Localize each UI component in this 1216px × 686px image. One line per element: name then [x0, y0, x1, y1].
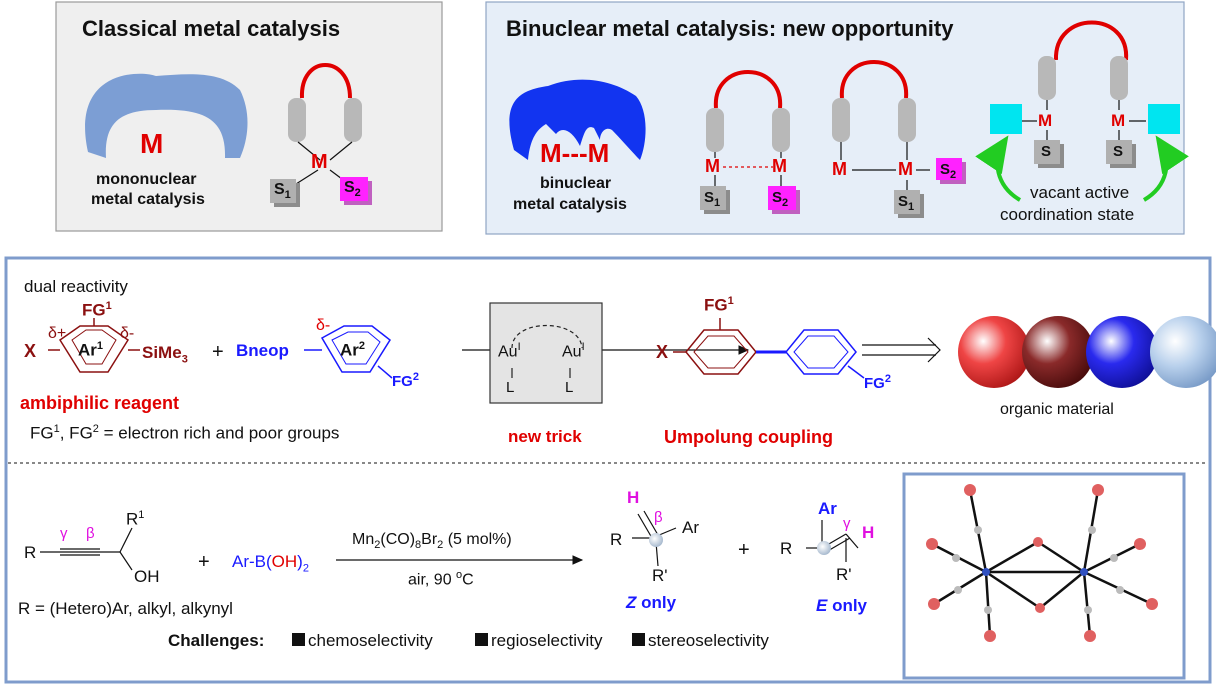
- umpolung-coupling: Umpolung coupling: [664, 427, 833, 447]
- s-b3a: S: [1041, 143, 1052, 160]
- z-ar: Ar: [682, 518, 699, 537]
- z-only: Z only: [626, 593, 677, 612]
- l-left: L: [506, 379, 515, 396]
- s1-label: S1: [274, 181, 291, 202]
- delta-minus-2: δ-: [316, 317, 331, 334]
- au-catalyst-box: [489, 302, 603, 404]
- e-r: R: [780, 539, 793, 558]
- s2-b1: S2: [772, 189, 789, 209]
- fg-note: FG1, FG2 = electron rich and poor groups: [30, 423, 340, 443]
- z-beta: β: [654, 509, 663, 526]
- delta-plus: δ+: [48, 325, 67, 342]
- dual-reactivity: dual reactivity: [24, 277, 128, 296]
- r-label: R: [24, 543, 37, 562]
- metal-label: M: [140, 128, 164, 159]
- fg2-product: FG2: [864, 373, 891, 392]
- sime3-label: SiMe3: [142, 343, 188, 366]
- s1-b1: S1: [704, 189, 721, 209]
- e-ar: Ar: [818, 499, 837, 518]
- x-product: X: [656, 342, 669, 362]
- binuclear-caption-2: metal catalysis: [513, 196, 627, 213]
- ambiphilic-reagent: ambiphilic reagent: [20, 393, 180, 413]
- mononuclear-shape: [85, 73, 248, 158]
- sphere-maroon: [1022, 316, 1094, 388]
- binuclear-caption-1: binuclear: [540, 175, 612, 192]
- e-rprime: R': [836, 565, 852, 584]
- vacant-caption-1: vacant active: [1030, 183, 1130, 202]
- au-right: AuI: [562, 341, 585, 361]
- ar2-label: Ar2: [340, 340, 366, 360]
- m3b: M: [1111, 111, 1126, 130]
- vacant-caption-2: coordination state: [1000, 205, 1135, 224]
- aryl-boronic-acid: Ar-B(OH)2: [232, 552, 309, 575]
- new-trick: new trick: [508, 427, 582, 446]
- e-gamma: γ: [843, 515, 851, 532]
- sphere-red: [958, 316, 1030, 388]
- e-only: E only: [816, 596, 868, 615]
- challenge-chemoselectivity: chemoselectivity: [308, 631, 433, 650]
- conditions-2: air, 90 oC: [408, 569, 474, 589]
- metal-pair-label: M---M: [540, 138, 610, 168]
- challenges-label: Challenges:: [168, 631, 265, 650]
- delta-minus: δ-: [120, 325, 135, 342]
- gamma-label: γ: [60, 525, 68, 542]
- fg2-label: FG2: [392, 371, 419, 390]
- beta-label: β: [86, 525, 95, 542]
- s-b3b: S: [1113, 143, 1124, 160]
- l-right: L: [565, 379, 574, 396]
- m2a: M: [832, 159, 847, 179]
- fg1-product: FG1: [704, 295, 734, 315]
- m2b: M: [898, 159, 913, 179]
- r-scope: R = (Hetero)Ar, alkyl, alkynyl: [18, 599, 233, 618]
- ar1-label: Ar1: [78, 340, 104, 360]
- sphere-lightblue: [1150, 316, 1216, 388]
- s2-label: S2: [344, 179, 361, 200]
- plus-2: +: [198, 551, 210, 573]
- challenge-stereoselectivity: stereoselectivity: [648, 631, 769, 650]
- crystal-structure-box: [902, 472, 1186, 680]
- s2-b2: S2: [940, 161, 957, 181]
- m3a: M: [1038, 111, 1053, 130]
- mononuclear-caption-1: mononuclear: [96, 171, 197, 188]
- x-label: X: [24, 341, 37, 361]
- plus-3: +: [738, 539, 750, 561]
- z-r: R: [610, 530, 623, 549]
- z-rprime: R': [652, 566, 668, 585]
- binuclear-title: Binuclear metal catalysis: new opportuni…: [506, 16, 954, 41]
- m1a: M: [705, 156, 720, 176]
- challenge-regioselectivity: regioselectivity: [491, 631, 603, 650]
- z-h: H: [627, 488, 640, 507]
- conditions-1: Mn2(CO)8Br2 (5 mol%): [352, 531, 512, 552]
- s1-b2: S1: [898, 193, 915, 213]
- crystal-atoms: [926, 484, 1158, 642]
- m1b: M: [772, 156, 787, 176]
- sphere-blue: [1086, 316, 1158, 388]
- metal-label-ligand: M: [311, 151, 328, 173]
- organic-material: organic material: [1000, 401, 1114, 418]
- oh-label: OH: [134, 567, 160, 586]
- binuclear-shape: [509, 79, 646, 160]
- bneop-label: Bneop: [236, 341, 289, 360]
- fg1-label: FG1: [82, 300, 112, 320]
- plus-1: +: [212, 341, 224, 363]
- au-left: AuI: [498, 341, 521, 361]
- e-h: H: [862, 523, 875, 542]
- classical-title: Classical metal catalysis: [82, 16, 341, 41]
- mononuclear-caption-2: metal catalysis: [91, 191, 205, 208]
- r1-label: R1: [126, 509, 145, 529]
